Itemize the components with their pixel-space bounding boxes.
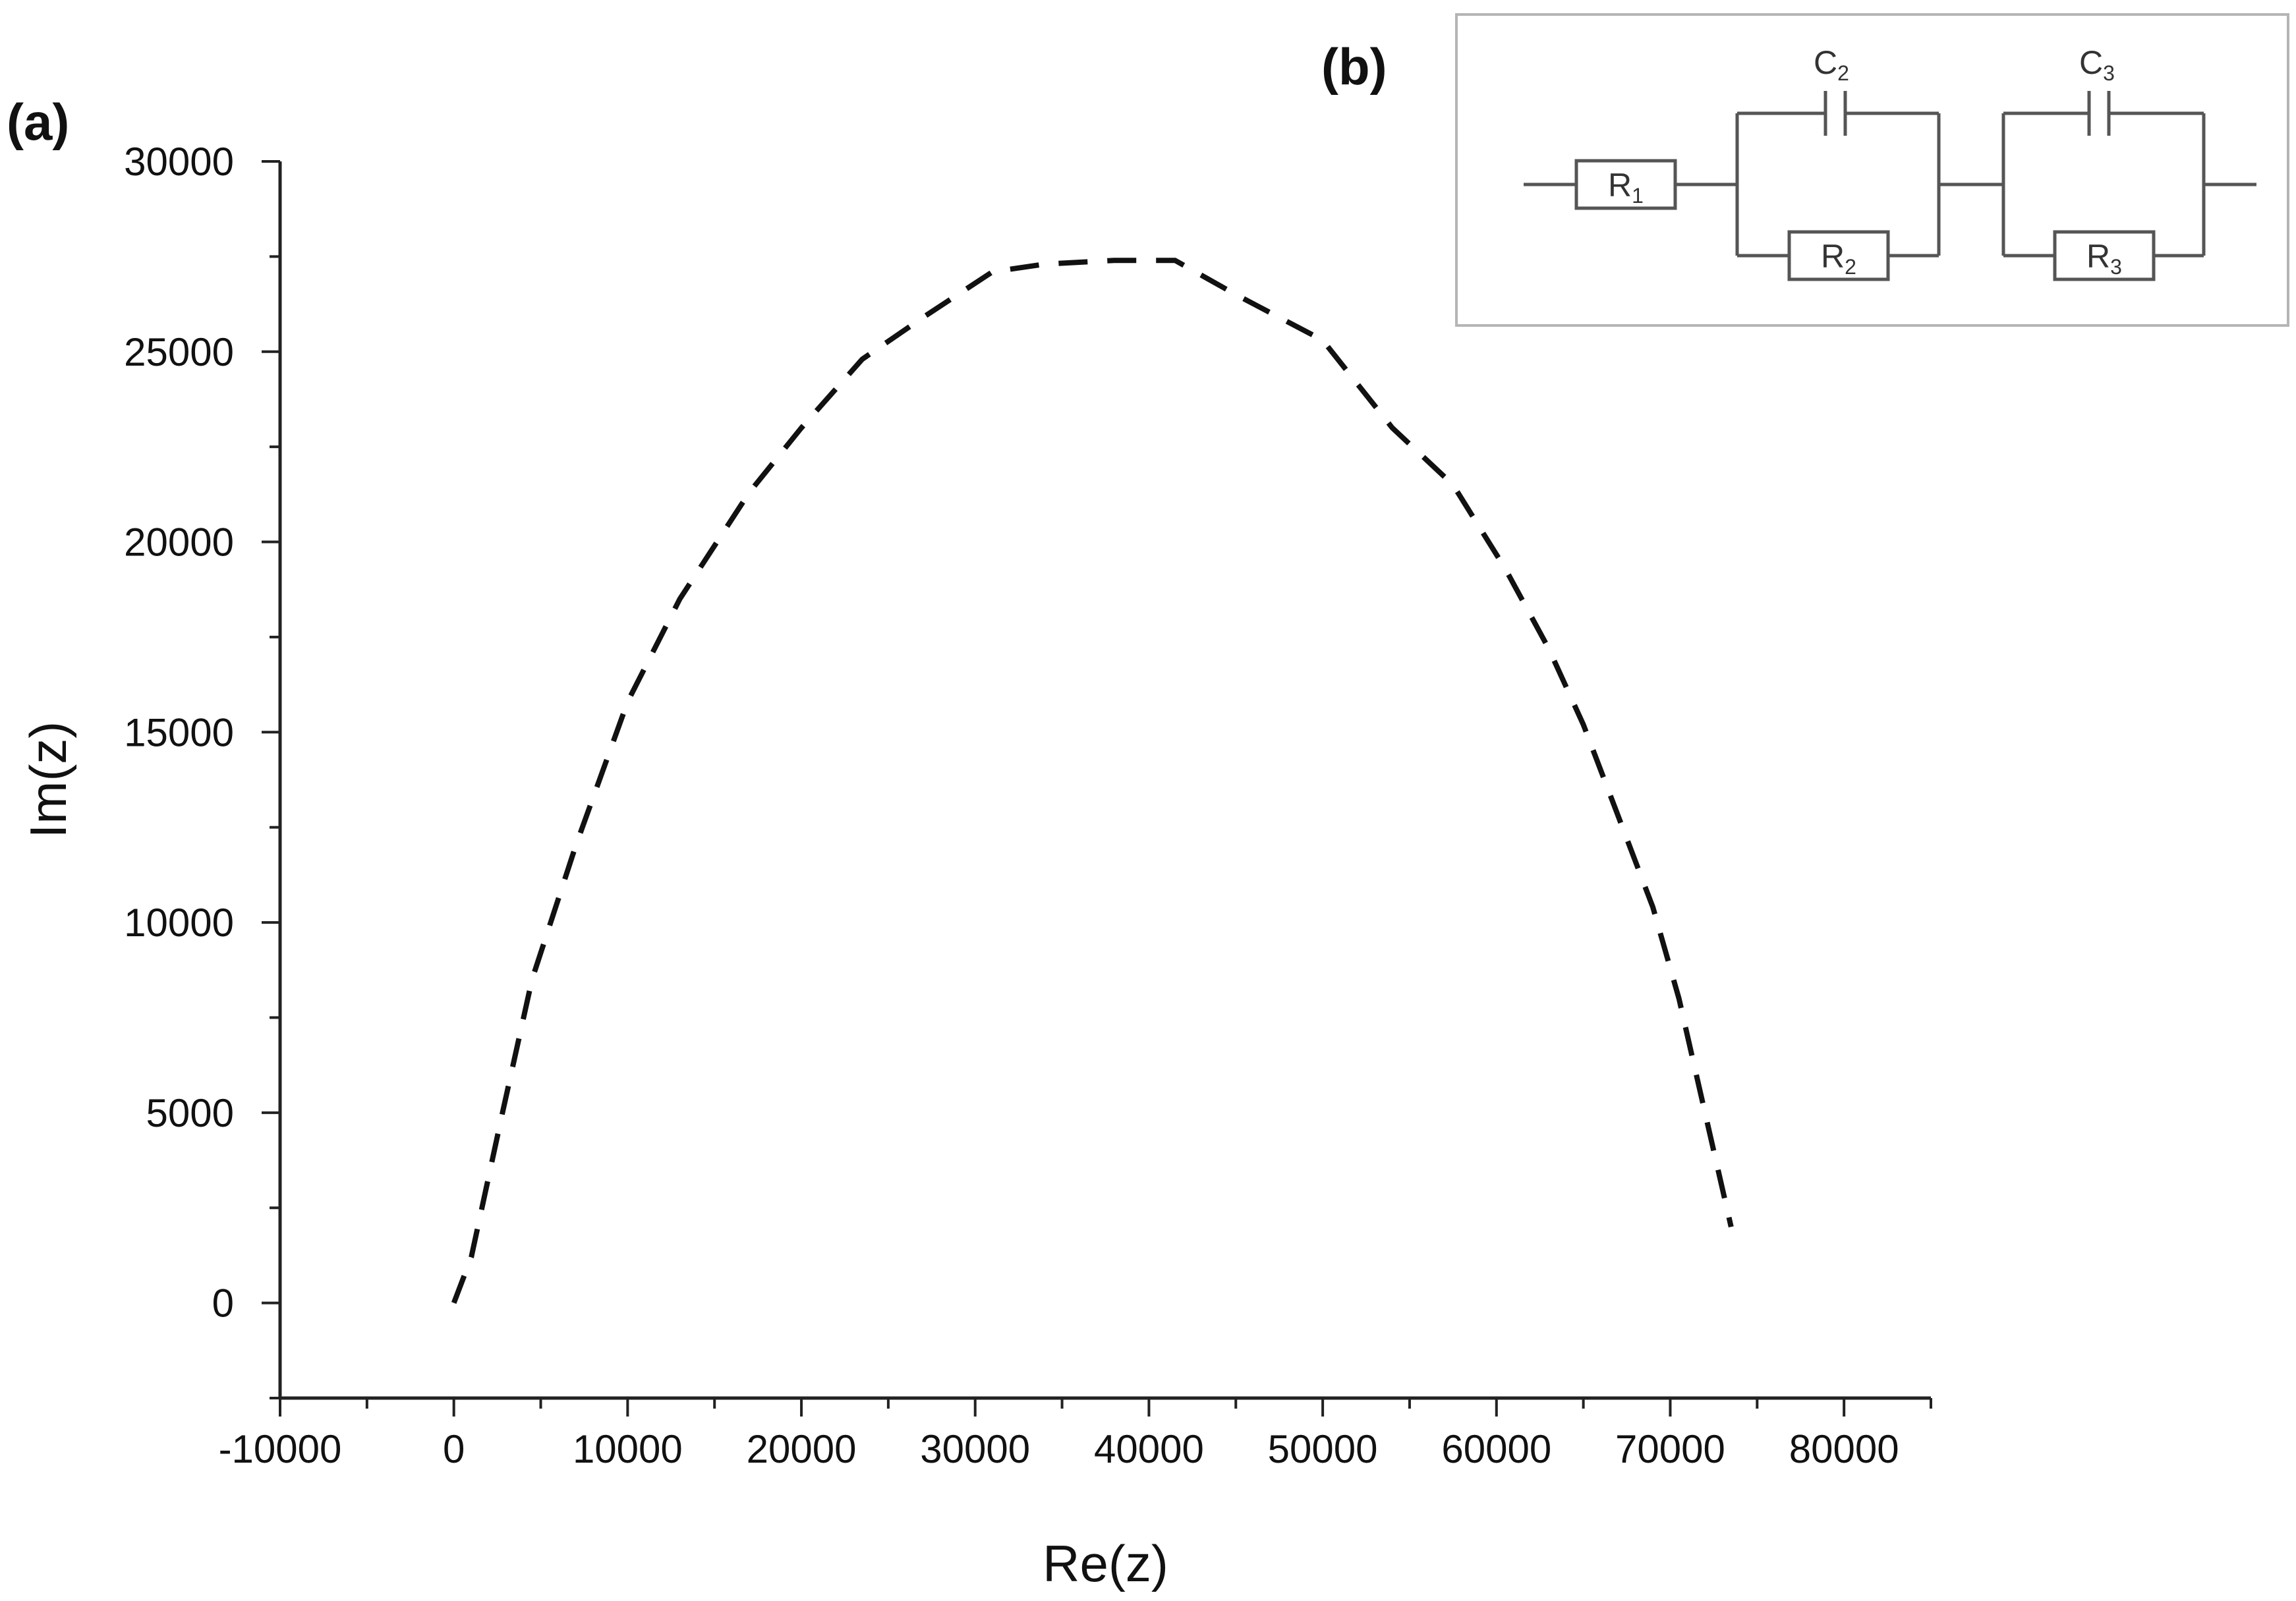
x-tick-label: 60000: [1441, 1427, 1551, 1471]
x-tick-label: 70000: [1615, 1427, 1725, 1471]
equivalent-circuit-inset: R1 C2 R2 C3 R3: [1455, 13, 2289, 327]
resistor-r3: [2053, 230, 2156, 281]
capacitor-c2-label: C2: [1814, 44, 1849, 85]
resistor-r3-label: R3: [2086, 238, 2122, 279]
x-tick-label: 50000: [1268, 1427, 1378, 1471]
y-tick-label: 5000: [146, 1091, 234, 1135]
resistor-r1: [1574, 159, 1677, 210]
resistor-r2: [1787, 230, 1890, 281]
x-tick-label: 0: [443, 1427, 465, 1471]
x-tick-label: 40000: [1094, 1427, 1204, 1471]
y-axis-title: Im(z): [19, 721, 77, 839]
y-tick-label: 20000: [124, 520, 234, 565]
resistor-r2-label: R2: [1821, 238, 1856, 279]
y-axis-ticks: 0 5000 10000 15000 20000 25000 30000: [124, 140, 280, 1399]
x-tick-label: 80000: [1789, 1427, 1899, 1471]
y-tick-label: 0: [212, 1281, 234, 1326]
impedance-curve: [451, 258, 1734, 1305]
y-tick-label: 10000: [124, 901, 234, 945]
x-tick-label: -10000: [219, 1427, 342, 1471]
panel-b-label: (b): [1321, 38, 1387, 96]
x-tick-label: 20000: [747, 1427, 857, 1471]
capacitor-c3-label: C3: [2079, 44, 2115, 85]
x-tick-label: 30000: [920, 1427, 1030, 1471]
y-tick-label: 15000: [124, 710, 234, 754]
panel-a-label: (a): [7, 93, 69, 151]
x-tick-label: 10000: [573, 1427, 683, 1471]
resistor-r1-label: R1: [1608, 167, 1644, 208]
y-tick-label: 25000: [124, 330, 234, 374]
y-tick-label: 30000: [124, 140, 234, 184]
x-axis-ticks: -10000 0 10000 20000 30000 40000 50000 60000 700…: [219, 1398, 1932, 1471]
x-axis-title: Re(z): [1043, 1534, 1168, 1592]
